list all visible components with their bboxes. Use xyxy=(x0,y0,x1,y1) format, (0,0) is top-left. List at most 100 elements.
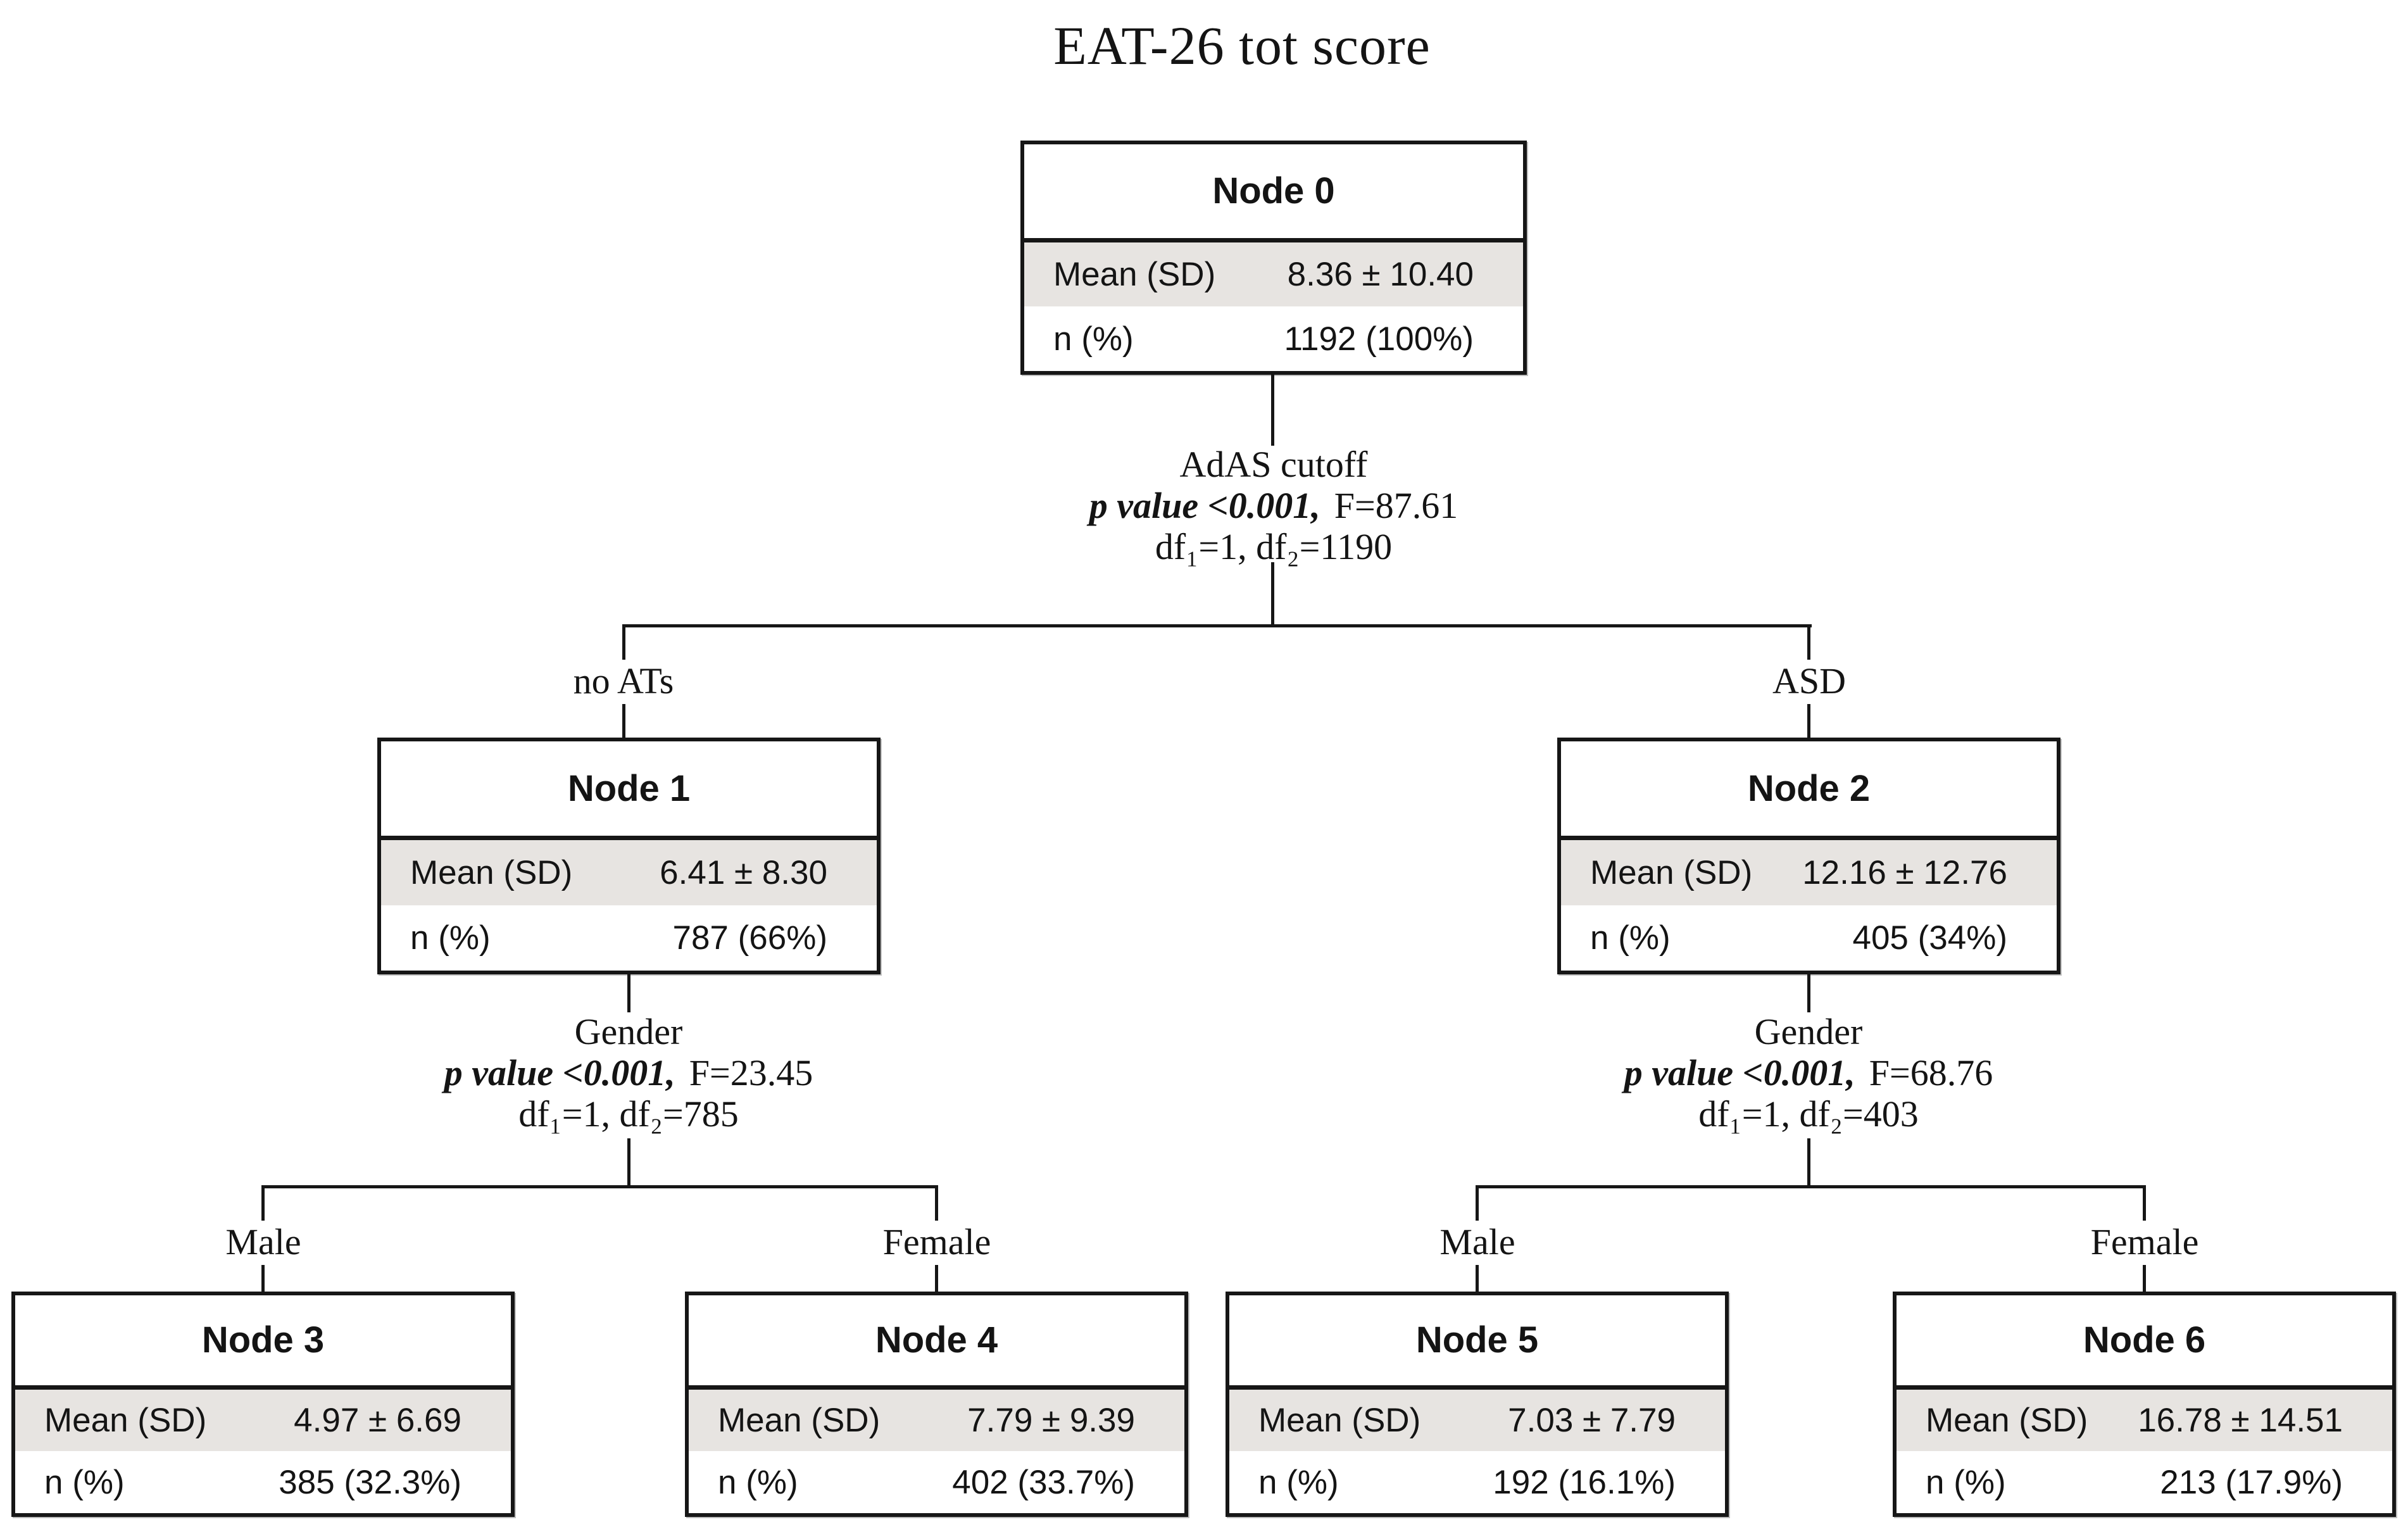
connector xyxy=(622,624,625,660)
node-1-title: Node 1 xyxy=(381,741,877,841)
branch-label-male-right: Male xyxy=(1439,1221,1515,1262)
connector xyxy=(622,624,1812,627)
node-5-mean-value: 7.03 ± 7.79 xyxy=(1508,1401,1676,1439)
mean-label: Mean (SD) xyxy=(1590,854,1753,892)
split-variable: Gender xyxy=(574,1011,683,1052)
split-gender-left-text: Gender p value <0.001, F=23.45 df₁=1, df₂… xyxy=(444,1011,813,1135)
connector xyxy=(2143,1265,2146,1292)
node-3-title: Node 3 xyxy=(15,1295,511,1390)
node-5-n-value: 192 (16.1%) xyxy=(1493,1463,1676,1501)
branch-label-female-left: Female xyxy=(882,1221,991,1262)
n-label: n (%) xyxy=(718,1463,798,1501)
split-variable: AdAS cutoff xyxy=(1179,444,1368,485)
n-label: n (%) xyxy=(44,1463,125,1501)
mean-label: Mean (SD) xyxy=(1053,255,1216,293)
node-0-mean-value: 8.36 ± 10.40 xyxy=(1287,255,1474,293)
node-0-mean-row: Mean (SD) 8.36 ± 10.40 xyxy=(1024,242,1523,307)
mean-label: Mean (SD) xyxy=(718,1401,881,1439)
node-6-n-row: n (%) 213 (17.9%) xyxy=(1897,1451,2392,1513)
branch-label-asd: ASD xyxy=(1772,660,1847,701)
node-1-n-row: n (%) 787 (66%) xyxy=(381,905,877,971)
connector xyxy=(1807,974,1810,1012)
n-label: n (%) xyxy=(410,919,491,957)
node-6-mean-row: Mean (SD) 16.78 ± 14.51 xyxy=(1897,1389,2392,1452)
connector xyxy=(1271,562,1274,626)
n-label: n (%) xyxy=(1258,1463,1339,1501)
node-6-box: Node 6 Mean (SD) 16.78 ± 14.51 n (%) 213… xyxy=(1893,1292,2396,1517)
node-6-title: Node 6 xyxy=(1897,1295,2392,1390)
p-value: p value <0.001, xyxy=(1089,484,1320,526)
branch-label-no-ats: no ATs xyxy=(573,660,674,701)
df-values: df₁=1, df₂=403 xyxy=(1698,1093,1919,1135)
node-4-box: Node 4 Mean (SD) 7.79 ± 9.39 n (%) 402 (… xyxy=(685,1292,1188,1517)
node-3-mean-row: Mean (SD) 4.97 ± 6.69 xyxy=(15,1389,511,1452)
node-4-mean-value: 7.79 ± 9.39 xyxy=(967,1401,1135,1439)
node-3-box: Node 3 Mean (SD) 4.97 ± 6.69 n (%) 385 (… xyxy=(11,1292,515,1517)
node-5-n-row: n (%) 192 (16.1%) xyxy=(1229,1451,1725,1513)
connector xyxy=(2143,1185,2146,1221)
df-values: df₁=1, df₂=1190 xyxy=(1155,525,1393,567)
mean-label: Mean (SD) xyxy=(410,854,573,892)
node-1-n-value: 787 (66%) xyxy=(672,919,827,957)
p-value: p value <0.001, xyxy=(1624,1052,1855,1093)
node-4-mean-row: Mean (SD) 7.79 ± 9.39 xyxy=(689,1389,1184,1452)
diagram-title: EAT-26 tot score xyxy=(1053,15,1431,76)
connector xyxy=(1476,1265,1479,1292)
split-stats: p value <0.001, F=87.61 xyxy=(1089,484,1458,527)
mean-label: Mean (SD) xyxy=(1258,1401,1421,1439)
connector xyxy=(261,1265,265,1292)
branch-label-female-right: Female xyxy=(2090,1221,2199,1262)
n-label: n (%) xyxy=(1590,919,1671,957)
node-1-box: Node 1 Mean (SD) 6.41 ± 8.30 n (%) 787 (… xyxy=(377,738,881,974)
connector xyxy=(1476,1185,2146,1188)
node-3-mean-value: 4.97 ± 6.69 xyxy=(294,1401,461,1439)
node-2-title: Node 2 xyxy=(1561,741,2057,841)
df-values: df₁=1, df₂=785 xyxy=(518,1093,739,1135)
connector xyxy=(1271,375,1274,446)
node-5-title: Node 5 xyxy=(1229,1295,1725,1390)
node-4-n-row: n (%) 402 (33.7%) xyxy=(689,1451,1184,1513)
split-variable: Gender xyxy=(1754,1011,1863,1052)
node-0-n-value: 1192 (100%) xyxy=(1284,320,1474,358)
connector xyxy=(261,1185,938,1188)
connector xyxy=(935,1265,938,1292)
p-value: p value <0.001, xyxy=(444,1052,675,1093)
f-value: F=23.45 xyxy=(689,1052,813,1093)
node-1-mean-row: Mean (SD) 6.41 ± 8.30 xyxy=(381,840,877,906)
connector xyxy=(261,1185,265,1221)
connector xyxy=(1807,624,1810,660)
split-gender-right-text: Gender p value <0.001, F=68.76 df₁=1, df₂… xyxy=(1624,1011,1993,1135)
node-3-n-value: 385 (32.3%) xyxy=(279,1463,461,1501)
node-2-n-value: 405 (34%) xyxy=(1852,919,2007,957)
node-2-n-row: n (%) 405 (34%) xyxy=(1561,905,2057,971)
node-0-title: Node 0 xyxy=(1024,144,1523,242)
split-adas-text: AdAS cutoff p value <0.001, F=87.61 df₁=1… xyxy=(1089,444,1458,568)
connector xyxy=(627,974,630,1012)
node-0-n-row: n (%) 1192 (100%) xyxy=(1024,306,1523,371)
node-0-box: Node 0 Mean (SD) 8.36 ± 10.40 n (%) 1192… xyxy=(1020,141,1527,375)
connector xyxy=(622,704,625,738)
connector xyxy=(1807,704,1810,738)
mean-label: Mean (SD) xyxy=(1926,1401,2088,1439)
node-2-mean-row: Mean (SD) 12.16 ± 12.76 xyxy=(1561,840,2057,906)
node-2-mean-value: 12.16 ± 12.76 xyxy=(1802,854,2007,892)
split-stats: p value <0.001, F=23.45 xyxy=(444,1052,813,1094)
node-3-n-row: n (%) 385 (32.3%) xyxy=(15,1451,511,1513)
node-6-mean-value: 16.78 ± 14.51 xyxy=(2138,1401,2343,1439)
f-value: F=87.61 xyxy=(1334,484,1458,526)
split-stats: p value <0.001, F=68.76 xyxy=(1624,1052,1993,1094)
f-value: F=68.76 xyxy=(1869,1052,1993,1093)
connector xyxy=(1476,1185,1479,1221)
node-5-mean-row: Mean (SD) 7.03 ± 7.79 xyxy=(1229,1389,1725,1452)
node-6-n-value: 213 (17.9%) xyxy=(2160,1463,2343,1501)
n-label: n (%) xyxy=(1926,1463,2006,1501)
node-4-title: Node 4 xyxy=(689,1295,1184,1390)
mean-label: Mean (SD) xyxy=(44,1401,207,1439)
connector xyxy=(1807,1138,1810,1186)
node-2-box: Node 2 Mean (SD) 12.16 ± 12.76 n (%) 405… xyxy=(1557,738,2060,974)
node-4-n-value: 402 (33.7%) xyxy=(952,1463,1135,1501)
connector xyxy=(627,1138,630,1186)
connector xyxy=(935,1185,938,1221)
node-1-mean-value: 6.41 ± 8.30 xyxy=(660,854,827,892)
